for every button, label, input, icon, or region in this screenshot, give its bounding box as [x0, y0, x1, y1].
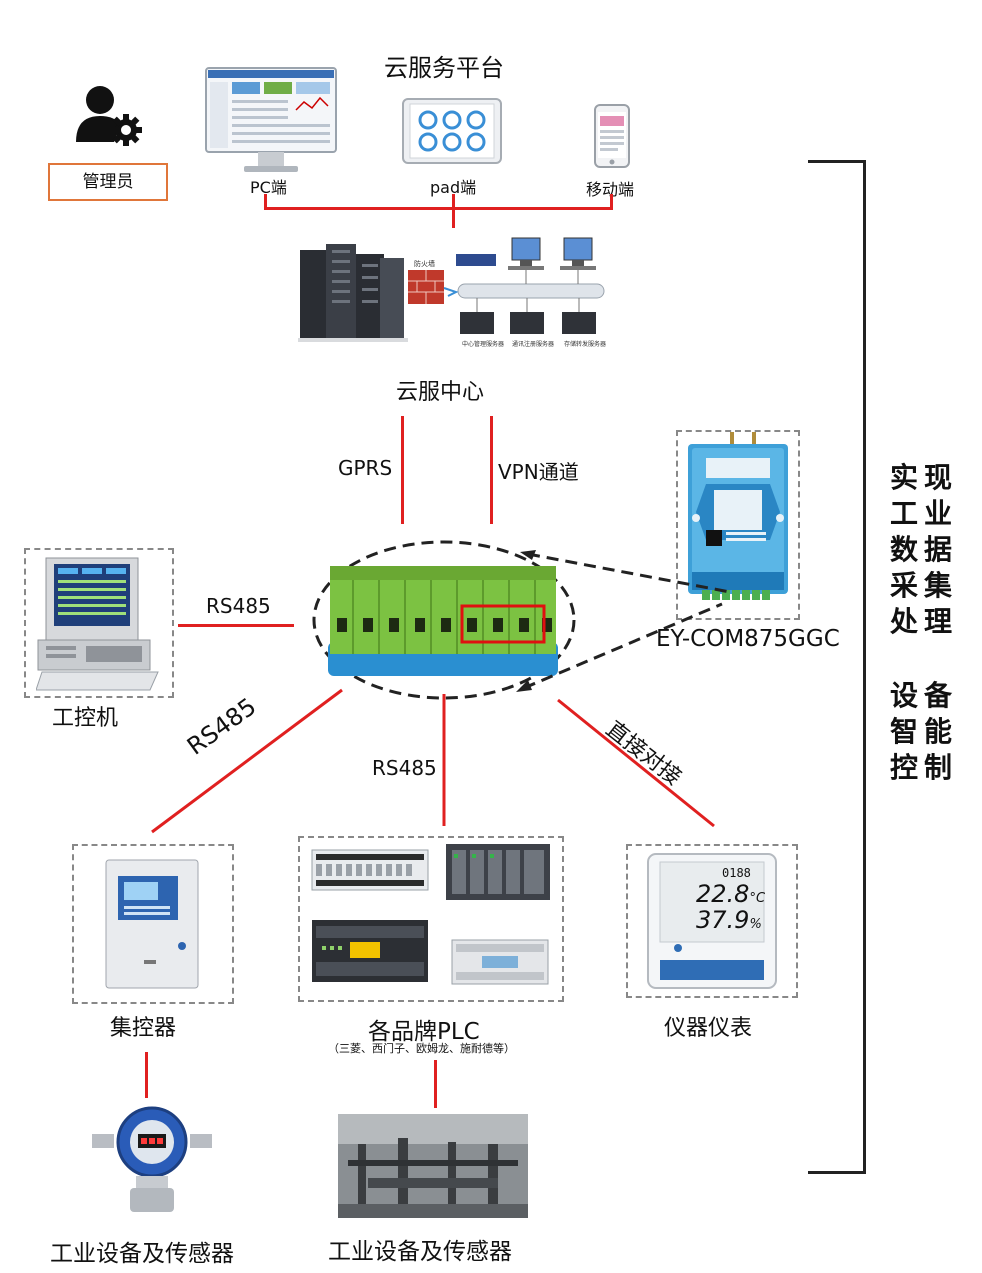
server1-label: 中心管理服务器 — [462, 340, 504, 348]
platform-link-mobile — [610, 194, 613, 210]
sensor-mid-label: 工业设备及传感器 — [328, 1239, 512, 1265]
meter-temp: 22.8°C — [696, 880, 765, 908]
ipc-link — [178, 624, 294, 627]
platform-link-pc — [264, 194, 267, 210]
summary-line-3: 数据 — [890, 533, 959, 566]
summary-line-5: 处理 — [890, 605, 959, 638]
meter-temp-value: 22.8 — [696, 880, 750, 908]
plc-label: 各品牌PLC — [368, 1019, 480, 1045]
platform-link-horizontal — [264, 207, 613, 210]
plc-brands-note: （三菱、西门子、欧姆龙、施耐德等） — [328, 1042, 515, 1055]
pc-dashboard-image — [204, 66, 338, 178]
plc-brands-image — [306, 842, 556, 996]
vpn-label: VPN通道 — [498, 460, 579, 484]
sensor-left-label: 工业设备及传感器 — [50, 1241, 234, 1267]
rs485-left-label: RS485 — [206, 594, 271, 618]
pad-dashboard-image — [402, 98, 502, 164]
server2-label: 通讯注册服务器 — [512, 340, 554, 348]
ipc-image — [36, 556, 162, 692]
terminal-block-image — [328, 566, 558, 676]
firewall-label: 防火墙 — [414, 259, 435, 268]
mobile-app-image — [594, 104, 630, 168]
diagonal-links — [140, 680, 730, 840]
gprs-link — [401, 416, 404, 524]
meter-device — [646, 852, 778, 990]
meter-frame — [626, 844, 798, 998]
controller-frame — [72, 844, 234, 1004]
summary-line-8: 控制 — [890, 751, 959, 784]
zoom-connector-lines — [500, 540, 740, 700]
server-center-image: 防火墙 中心管理服务器 通讯注册服务器 存储转发服务器 — [298, 236, 610, 362]
summary-line-1: 实现 — [890, 461, 959, 494]
meter-humidity-unit: % — [749, 917, 762, 932]
summary-line-7: 智能 — [890, 715, 959, 748]
rs485-mid-label: RS485 — [372, 756, 437, 780]
cloud-platform-title: 云服务平台 — [384, 54, 504, 82]
factory-equipment-image — [338, 1114, 528, 1218]
controller-label: 集控器 — [110, 1016, 177, 1041]
mobile-label: 移动端 — [586, 180, 635, 199]
admin-box[interactable]: 管理员 — [48, 163, 168, 201]
platform-link-pad — [452, 194, 455, 228]
ipc-frame — [24, 548, 174, 698]
plc-frame — [298, 836, 564, 1002]
plc-sensor-link — [434, 1060, 437, 1108]
gas-sensor-image — [90, 1104, 214, 1214]
meter-label: 仪器仪表 — [664, 1016, 753, 1041]
meter-humidity-value: 37.9 — [696, 906, 750, 934]
controller-sensor-link — [145, 1052, 148, 1098]
terminal-zoom-ellipse — [310, 538, 578, 702]
gateway-device-frame — [676, 430, 800, 620]
controller-image — [104, 858, 200, 990]
meter-temp-unit: °C — [749, 891, 766, 906]
meter-counter: 0188 — [722, 866, 751, 880]
pad-label: pad端 — [430, 178, 477, 197]
admin-label: 管理员 — [82, 172, 134, 192]
server3-label: 存储转发服务器 — [564, 340, 606, 348]
summary-line-6: 设备 — [890, 679, 959, 712]
meter-humidity: 37.9% — [696, 906, 762, 934]
right-bracket — [808, 160, 866, 1174]
ipc-label: 工控机 — [52, 706, 119, 731]
gprs-label: GPRS — [338, 456, 393, 480]
admin-user-gear-icon — [74, 84, 144, 150]
gateway-device-image — [684, 432, 792, 608]
server-center-title: 云服中心 — [396, 380, 485, 405]
summary-line-4: 采集 — [890, 569, 959, 602]
vpn-link — [490, 416, 493, 524]
gateway-model-label: EY-COM875GGC — [656, 626, 840, 652]
summary-line-2: 工业 — [890, 497, 959, 530]
pc-label: PC端 — [250, 178, 287, 197]
